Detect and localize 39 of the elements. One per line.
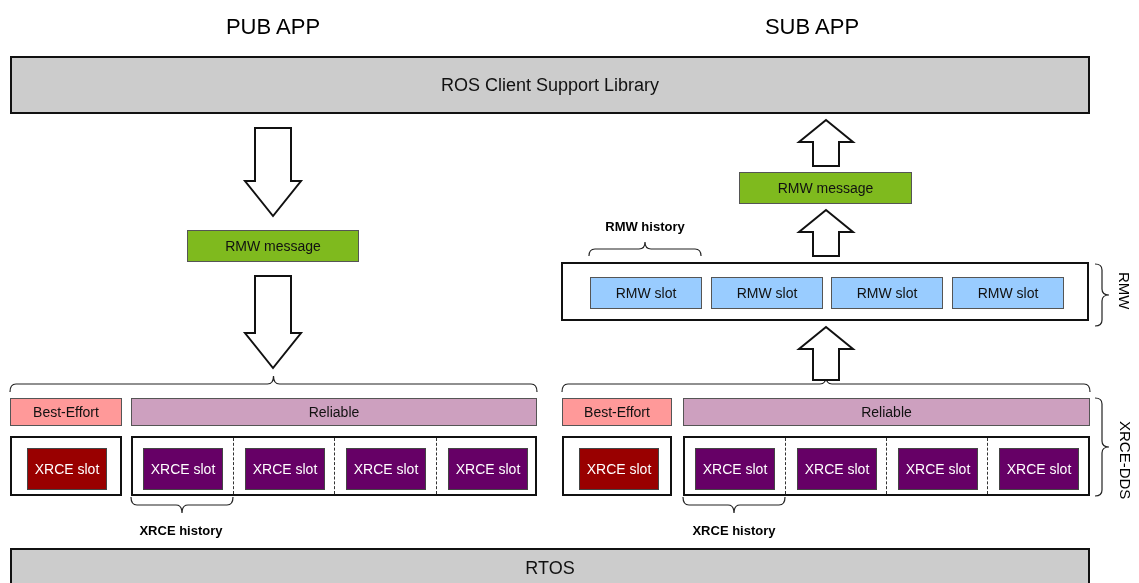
slot-box: RMW slot — [711, 277, 823, 309]
brace-label: XRCE history — [692, 522, 776, 538]
message-box: RMW message — [739, 172, 912, 204]
slot-container — [10, 436, 122, 496]
layer-label: XRCE-DDS — [1116, 420, 1134, 500]
block-arrow — [796, 326, 856, 381]
qos-header-bar: Reliable — [683, 398, 1090, 426]
slot-box: XRCE slot — [346, 448, 426, 490]
block-arrow — [796, 119, 856, 167]
qos-header-bar: Reliable — [131, 398, 537, 426]
slot-container — [561, 262, 1089, 321]
message-box: RMW message — [187, 230, 359, 262]
slot-container — [131, 436, 537, 496]
slot-box: XRCE slot — [579, 448, 659, 490]
slot-box: RMW slot — [831, 277, 943, 309]
slot-box: XRCE slot — [695, 448, 775, 490]
slot-box: RMW slot — [590, 277, 702, 309]
column-title: PUB APP — [225, 14, 321, 40]
slot-box: XRCE slot — [448, 448, 528, 490]
slot-box: XRCE slot — [245, 448, 325, 490]
os-layer-band: RTOS — [10, 548, 1090, 583]
slot-box: XRCE slot — [143, 448, 223, 490]
brace-label: XRCE history — [139, 522, 223, 538]
qos-header-bar: Best-Effort — [10, 398, 122, 426]
column-title: SUB APP — [764, 14, 860, 40]
slot-box: RMW slot — [952, 277, 1064, 309]
library-layer-band: ROS Client Support Library — [10, 56, 1090, 114]
slot-box: XRCE slot — [27, 448, 107, 490]
slot-box: XRCE slot — [999, 448, 1079, 490]
layer-label: RMW — [1115, 272, 1133, 310]
block-arrow — [242, 275, 304, 369]
block-arrow — [242, 127, 304, 217]
slot-container — [562, 436, 672, 496]
slot-box: XRCE slot — [898, 448, 978, 490]
qos-header-bar: Best-Effort — [562, 398, 672, 426]
slot-container — [683, 436, 1090, 496]
block-arrow — [796, 209, 856, 257]
slot-box: XRCE slot — [797, 448, 877, 490]
brace-label: RMW history — [605, 218, 685, 234]
